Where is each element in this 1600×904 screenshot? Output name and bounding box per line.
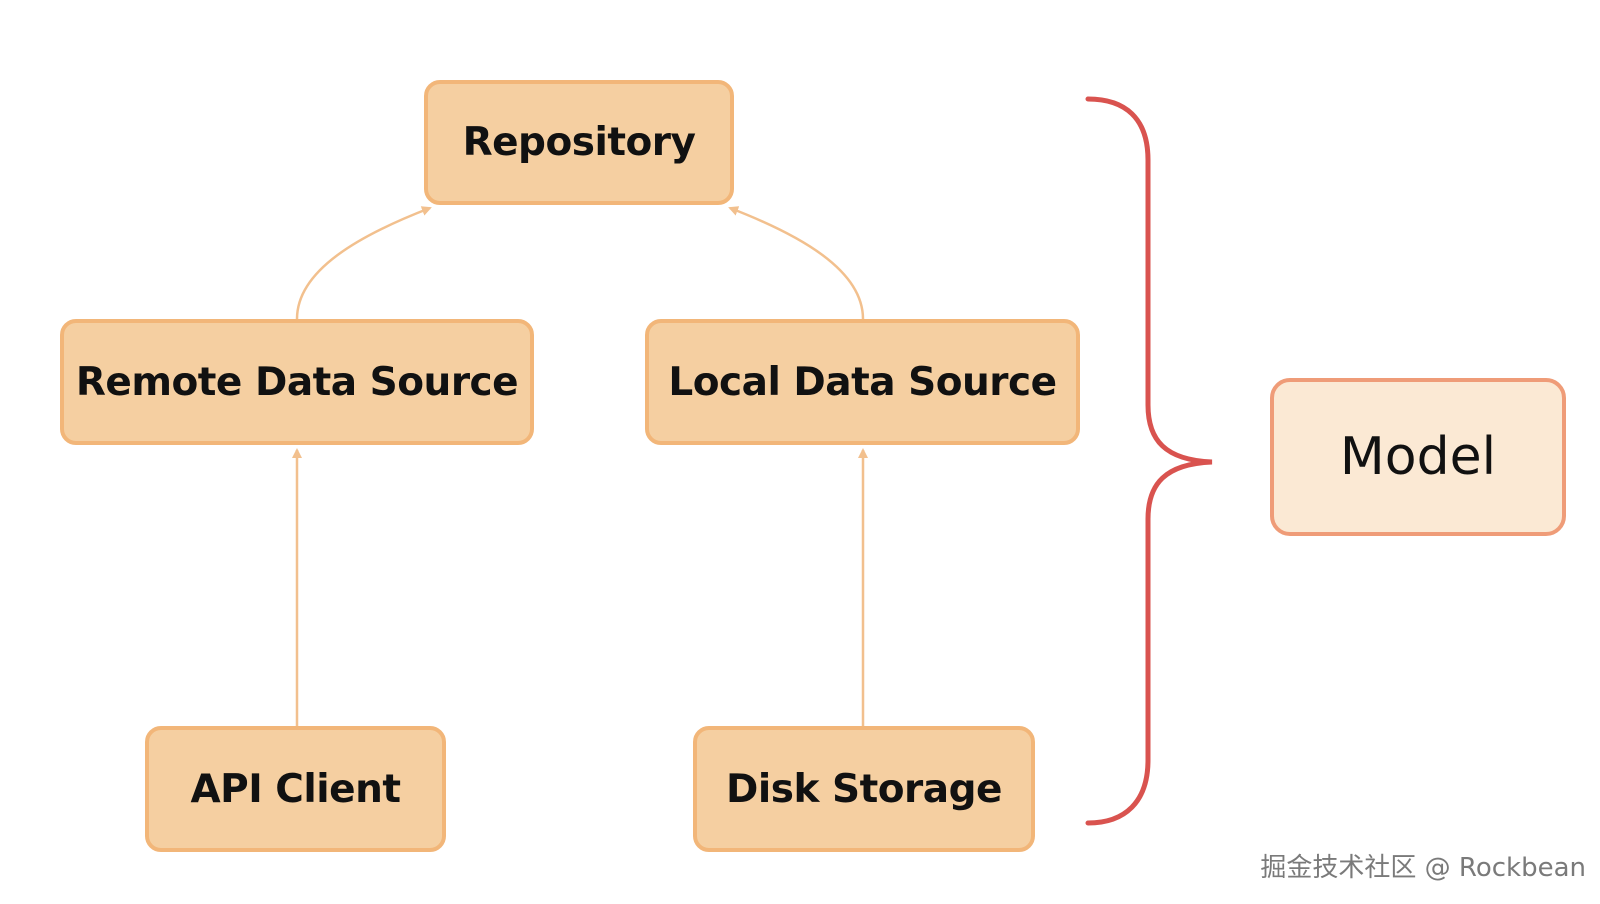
repository-label: Repository bbox=[462, 120, 696, 165]
model-brace bbox=[1085, 96, 1213, 826]
watermark: 掘金技术社区 @ Rockbean bbox=[1260, 853, 1586, 883]
disk-storage-node: Disk Storage bbox=[693, 726, 1035, 852]
remote-data-source-label: Remote Data Source bbox=[75, 359, 519, 405]
api-client-label: API Client bbox=[190, 766, 401, 812]
repository-node: Repository bbox=[424, 80, 734, 205]
local-data-source-label: Local Data Source bbox=[668, 359, 1057, 405]
local-data-source-node: Local Data Source bbox=[645, 319, 1080, 445]
disk-storage-label: Disk Storage bbox=[726, 766, 1002, 812]
model-label: Model bbox=[1339, 427, 1497, 487]
edge-local-to-repository bbox=[728, 206, 865, 320]
remote-data-source-node: Remote Data Source bbox=[60, 319, 534, 445]
model-group-box: Model bbox=[1270, 378, 1566, 536]
edge-remote-to-repository bbox=[295, 206, 432, 320]
api-client-node: API Client bbox=[145, 726, 446, 852]
